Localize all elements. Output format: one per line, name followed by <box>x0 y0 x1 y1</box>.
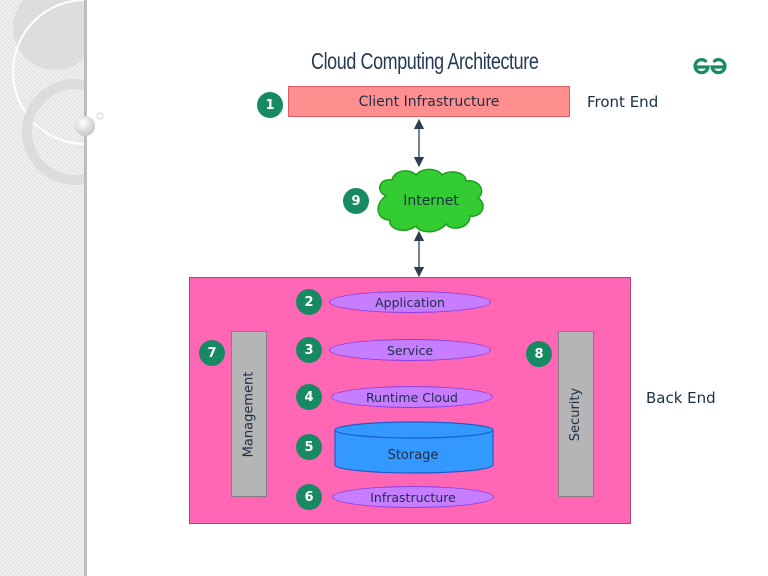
number-badge-3: 3 <box>296 337 322 363</box>
runtime-cloud-label: Runtime Cloud <box>366 389 458 405</box>
geeksforgeeks-logo-icon <box>693 58 727 75</box>
security-bar[interactable]: Security <box>558 331 594 497</box>
internet-cloud-icon[interactable] <box>372 166 490 236</box>
number-badge-8: 8 <box>526 341 552 367</box>
number-badge-9: 9 <box>343 188 369 214</box>
client-infrastructure-label: Client Infrastructure <box>358 93 500 110</box>
slide-sidebar <box>0 0 87 576</box>
storage-label: Storage <box>387 447 439 463</box>
management-label: Management <box>241 371 257 457</box>
client-infrastructure-box[interactable]: Client Infrastructure <box>288 86 570 117</box>
number-badge-5: 5 <box>296 434 322 460</box>
application-component[interactable]: Application <box>329 291 491 313</box>
back-end-label: Back End <box>646 389 716 407</box>
management-bar[interactable]: Management <box>231 331 267 497</box>
number-badge-7: 7 <box>199 340 225 366</box>
decorative-ball-icon <box>75 112 104 136</box>
service-label: Service <box>386 342 434 358</box>
number-badge-4: 4 <box>296 384 322 410</box>
application-label: Application <box>375 294 445 310</box>
internet-label: Internet <box>403 193 459 209</box>
storage-cylinder-icon[interactable] <box>333 421 495 475</box>
front-end-label: Front End <box>587 93 659 111</box>
infrastructure-label: Infrastructure <box>370 489 456 505</box>
service-component[interactable]: Service <box>329 339 491 361</box>
number-badge-6: 6 <box>296 484 322 510</box>
infrastructure-component[interactable]: Infrastructure <box>332 486 494 508</box>
diagram-title: Cloud Computing Architecture <box>311 48 539 74</box>
decorative-rings-icon <box>12 0 84 185</box>
security-label: Security <box>568 387 584 441</box>
number-badge-2: 2 <box>296 289 322 315</box>
runtime-cloud-component[interactable]: Runtime Cloud <box>331 386 493 408</box>
number-badge-1: 1 <box>257 92 283 118</box>
